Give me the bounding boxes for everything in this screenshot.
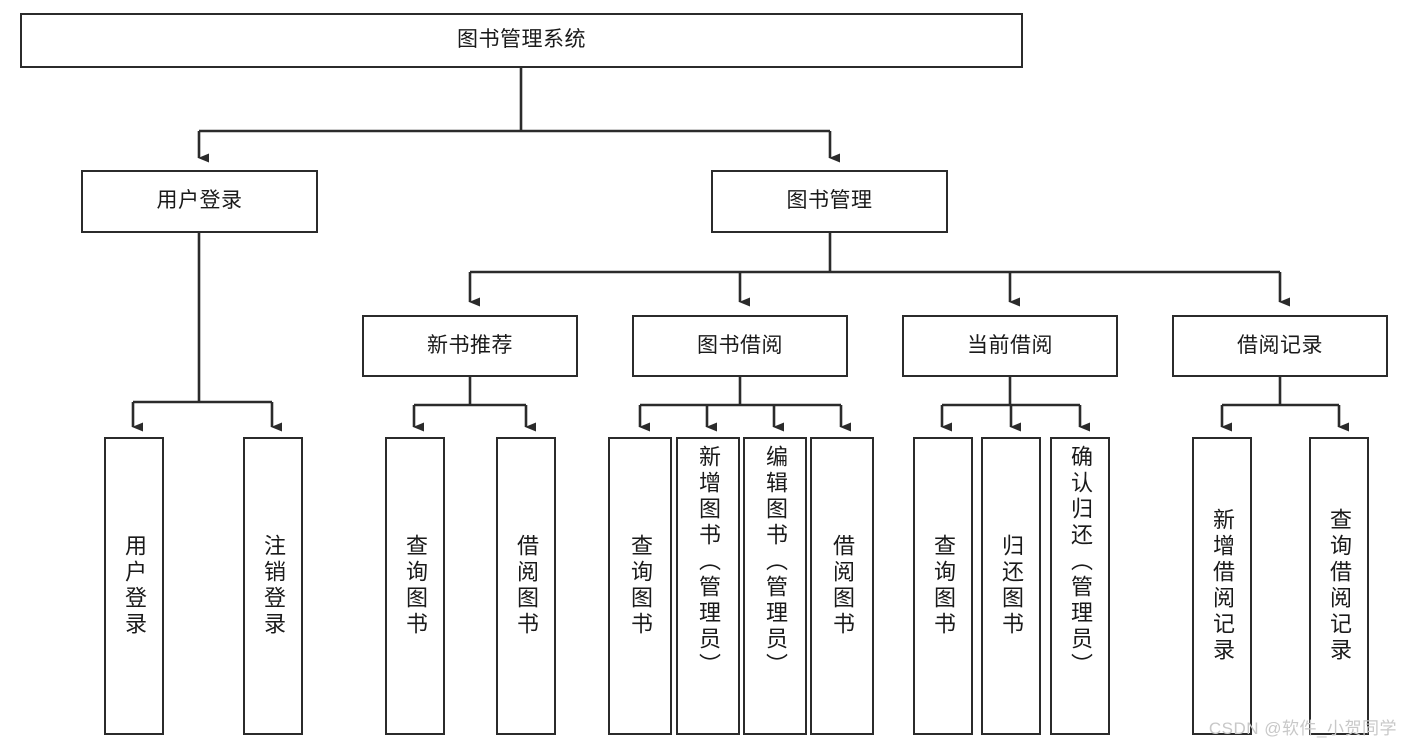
node-label: 图书借阅 — [697, 333, 783, 357]
node-label: 归还图书 — [999, 534, 1024, 638]
leaf-new-book-borrow-book[interactable]: 借阅图书 — [496, 437, 556, 735]
leaf-user-login-login[interactable]: 用户登录 — [104, 437, 164, 735]
leaf-current-borrow-query-book[interactable]: 查询图书 — [913, 437, 973, 735]
node-label: 用户登录 — [122, 534, 147, 638]
leaf-new-book-query-book[interactable]: 查询图书 — [385, 437, 445, 735]
node-label: 编辑图书（管理员） — [763, 445, 788, 679]
node-label: 图书管理系统 — [457, 28, 586, 52]
leaf-borrow-record-add-record[interactable]: 新增借阅记录 — [1192, 437, 1252, 735]
node-label: 图书管理 — [786, 189, 873, 213]
node-user-login[interactable]: 用户登录 — [81, 170, 318, 233]
leaf-current-borrow-confirm-return-admin[interactable]: 确认归还（管理员） — [1050, 437, 1110, 735]
node-current-borrow[interactable]: 当前借阅 — [902, 315, 1118, 377]
node-new-book-recommend[interactable]: 新书推荐 — [362, 315, 578, 377]
leaf-book-borrow-borrow-book[interactable]: 借阅图书 — [810, 437, 874, 735]
leaf-book-borrow-edit-book-admin[interactable]: 编辑图书（管理员） — [743, 437, 807, 735]
node-label: 用户登录 — [156, 189, 243, 213]
node-label: 新增借阅记录 — [1210, 508, 1235, 664]
node-label: 查询图书 — [628, 534, 653, 638]
node-label: 借阅记录 — [1237, 333, 1323, 357]
csdn-watermark: CSDN @软件_小贺同学 — [1208, 719, 1397, 738]
node-label: 确认归还（管理员） — [1068, 445, 1093, 679]
node-root-system[interactable]: 图书管理系统 — [20, 13, 1023, 68]
node-label: 查询图书 — [403, 534, 428, 638]
leaf-user-login-logout[interactable]: 注销登录 — [243, 437, 303, 735]
leaf-book-borrow-query-book[interactable]: 查询图书 — [608, 437, 672, 735]
node-book-management[interactable]: 图书管理 — [711, 170, 948, 233]
node-label: 借阅图书 — [830, 534, 855, 638]
node-label: 当前借阅 — [967, 333, 1053, 357]
leaf-book-borrow-add-book-admin[interactable]: 新增图书（管理员） — [676, 437, 740, 735]
node-book-borrow[interactable]: 图书借阅 — [632, 315, 848, 377]
node-label: 注销登录 — [261, 534, 286, 638]
node-label: 查询图书 — [931, 534, 956, 638]
node-label: 查询借阅记录 — [1327, 508, 1352, 664]
node-label: 新增图书（管理员） — [696, 445, 721, 679]
node-label: 新书推荐 — [427, 333, 513, 357]
node-borrow-record[interactable]: 借阅记录 — [1172, 315, 1388, 377]
leaf-current-borrow-return-book[interactable]: 归还图书 — [981, 437, 1041, 735]
node-label: 借阅图书 — [514, 534, 539, 638]
leaf-borrow-record-query-record[interactable]: 查询借阅记录 — [1309, 437, 1369, 735]
